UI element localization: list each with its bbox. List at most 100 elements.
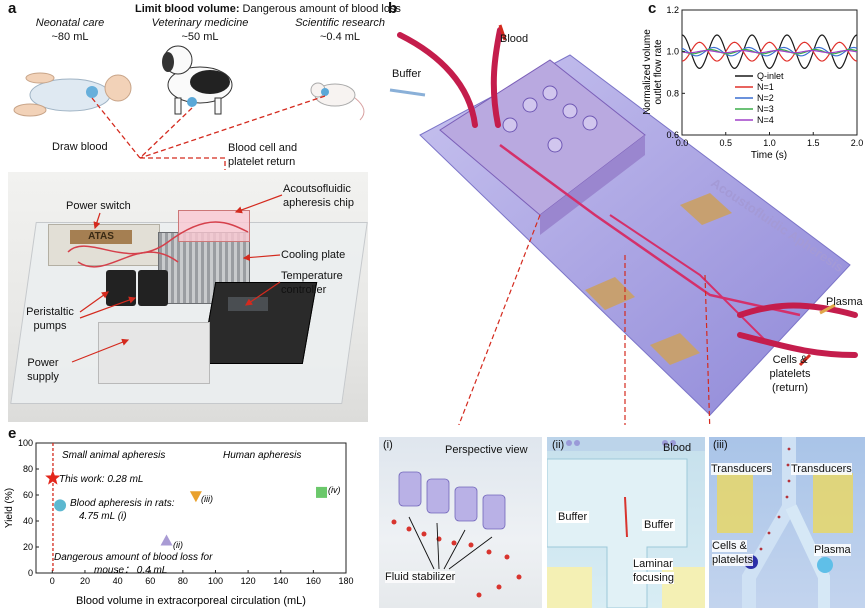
inset-i: (i) Perspective view Fluid stabilizer [379,437,542,608]
chart-e-region-left: Small animal apheresis [62,450,165,461]
dog-illustration [162,45,233,115]
pumps-label-line2: pumps [33,320,67,332]
chip-label-line1: Acoutsofluidic [283,183,351,195]
panel-a-title-bold: Limit blood volume: [135,3,240,15]
chip-render: Acoustofluidic Apheresis [389,24,858,425]
inset-i-stabilizer: Fluid stabilizer [385,571,456,583]
chart-e-ytick-label: 20 [23,542,33,552]
chart-e-ytick-label: 60 [23,490,33,500]
chart-e-ytick-label: 0 [28,568,33,578]
chart-e-region-right: Human apheresis [223,450,301,461]
chart-c-ytick-label: 0.6 [666,130,679,140]
chart-c-legend-label: N=3 [757,104,774,114]
chart-e-point-label-iv: (iv) [328,485,341,495]
chart-e-ytick-label: 100 [18,438,33,448]
transducer-2 [585,277,635,310]
chart-e-xtick-label: 180 [338,576,353,586]
chart-c-ylabel-line2: outlet flow rate [653,39,664,104]
pump-right [138,270,168,306]
chart-e-point-triangle-down [189,491,202,503]
chart-c-series-3 [681,46,858,57]
category-veterinary-name: Veterinary medicine [151,17,249,29]
chart-c-ytick-label: 0.8 [666,88,679,98]
chart-e-frame [35,442,347,574]
inset-iii-transducers-left: Transducers [711,463,772,475]
draw-blood-label: Draw blood [52,141,108,153]
blood-label: Blood [500,33,529,45]
panel-a-title-rest: Dangerous amount of blood loss [239,3,401,15]
power-supply-box [98,322,210,384]
transducer-3 [650,333,700,365]
return-label-line2: platelet return [228,156,296,168]
chart-c-ytick-label: 1.0 [666,47,679,57]
temperature-label-line1: Temperature [281,270,343,282]
inset-ii: (ii) Blood Buffer Buffer Laminar focusin… [547,437,705,608]
pumps-label-line1: Peristaltic [26,306,74,318]
inset-i-view: Perspective view [445,444,528,456]
inset-ii-blood: Blood [663,442,692,454]
chart-e-note-line2: mouse： 0.4 mL [94,565,167,576]
chart-e-xtick-label: 0 [50,576,55,586]
chart-c-series-2 [681,41,858,62]
chart-e-ylabel: Yield (%) [4,488,15,528]
return-label-line1: Blood cell and [228,142,298,154]
chart-c-xtick-label: 0.5 [719,138,732,148]
chart-c-xtick-label: 1.5 [807,138,820,148]
power-switch-label: Power switch [66,200,131,212]
chart-c-series-5 [681,50,858,54]
inset-i-drawing [391,471,522,598]
chart-e-point-square [316,486,328,498]
inset-ii-laminar-1: Laminar [633,558,673,570]
panel-label-c: c [648,0,657,17]
baby-illustration [13,72,132,117]
category-research-name: Scientific research [295,17,385,29]
category-neonatal-name: Neonatal care [35,17,105,29]
chart-c-ylabel-line1: Normalized volume [642,29,653,115]
inset-ii-drawing [547,437,705,608]
chart-e-point-label-rats-1: Blood apheresis in rats: [70,498,175,509]
chart-e-xtick-label: 140 [273,576,288,586]
category-neonatal-volume: ~80 mL [51,31,89,43]
category-research-volume: ~0.4 mL [319,31,361,43]
panel-label-e: e [8,425,17,442]
chart-c-xtick-label: 1.0 [763,138,776,148]
chart-c-series-1 [681,34,858,69]
inset-iii: (iii) Transducers Transducers Cells & pl… [709,437,865,608]
panel-a-illustrations [13,45,365,170]
cooling-plate-label: Cooling plate [281,249,346,261]
panel-label-b: b [388,0,398,17]
chart-e-point-circle [54,499,67,512]
inset-ii-laminar-2: focusing [633,572,674,584]
panel-d-arrows [71,194,283,363]
panel-label-a: a [8,0,17,17]
chart-e-xtick-label: 20 [80,576,90,586]
chart-c-ytick-label: 1.2 [666,5,679,15]
chip-on-block [178,210,250,242]
chart-e-ytick-label: 80 [23,464,33,474]
setup-tubing [67,221,249,268]
chart-e-xlabel: Blood volume in extracorporeal circulati… [76,595,306,607]
inset-iii-label: (iii) [713,439,728,451]
setup-photo: ATAS [8,172,368,422]
chart-c-legend-label: N=4 [757,115,774,125]
inset-iii-cells-1: Cells & [712,540,747,552]
chart-e-ytick-label: 40 [23,516,33,526]
temperature-label-line2: controller [281,284,327,296]
chart-c-legend-label: Q-inlet [757,71,784,81]
chart-e-xtick-label: 160 [306,576,321,586]
supply-label-line2: supply [27,371,59,383]
chart-e-point-triangle-up [160,534,173,546]
mouse-illustration [310,82,365,121]
chart-e-xtick-label: 40 [113,576,123,586]
inset-iii-cells-2: platelets [712,554,753,566]
inset-ii-label: (ii) [552,439,565,451]
cells-label-line3: (return) [771,382,809,394]
chart-e-point-label-ii: (ii) [173,540,183,550]
inset-ii-buffer-right: Buffer [642,519,676,531]
chart-e-xtick-label: 100 [208,576,223,586]
inset-iii-transducers-right: Transducers [791,463,852,475]
chart-e-point-star [45,470,61,485]
inset-iii-plasma: Plasma [814,544,851,556]
